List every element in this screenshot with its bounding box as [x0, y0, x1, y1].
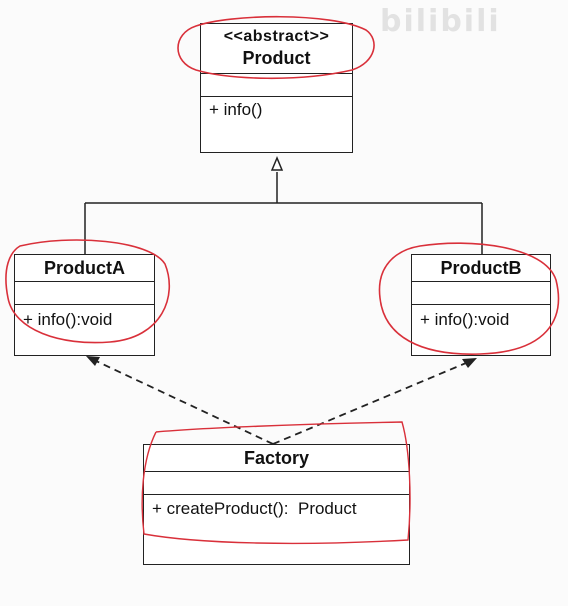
class-product: <<abstract>> Product + info()	[200, 23, 353, 153]
class-product-attributes	[201, 74, 352, 97]
class-product-b: ProductB + info():void	[411, 254, 551, 356]
class-product-stereotype: <<abstract>>	[223, 28, 330, 45]
class-product-b-operation: + info():void	[420, 310, 510, 329]
class-product-b-name-section: ProductB	[412, 255, 550, 282]
class-factory-name: Factory	[243, 448, 310, 468]
class-product-b-name: ProductB	[440, 258, 522, 278]
dependency-to-product-a	[95, 360, 274, 445]
class-product-a-attributes	[15, 282, 154, 305]
class-product-a-name: ProductA	[44, 258, 125, 278]
class-factory-operation: + createProduct(): Product	[152, 499, 357, 518]
dependency-to-product-b	[272, 362, 467, 445]
dependency-arrowhead-a	[86, 356, 100, 366]
generalization-arrowhead	[270, 156, 284, 171]
watermark-text: bilibili	[380, 4, 501, 39]
class-product-name: Product	[242, 48, 311, 68]
class-product-a-name-section: ProductA	[15, 255, 154, 282]
class-product-b-attributes	[412, 282, 550, 305]
class-factory-attributes	[144, 472, 409, 495]
class-product-name-section: <<abstract>> Product	[201, 24, 352, 74]
class-factory: Factory + createProduct(): Product	[143, 444, 410, 565]
class-product-a-operation: + info():void	[23, 310, 113, 329]
class-factory-name-section: Factory	[144, 445, 409, 472]
class-product-operation: + info()	[209, 100, 263, 119]
watermark-logo: bilibili	[380, 4, 568, 50]
class-product-a: ProductA + info():void	[14, 254, 155, 356]
dependency-arrowhead-b	[462, 358, 477, 368]
